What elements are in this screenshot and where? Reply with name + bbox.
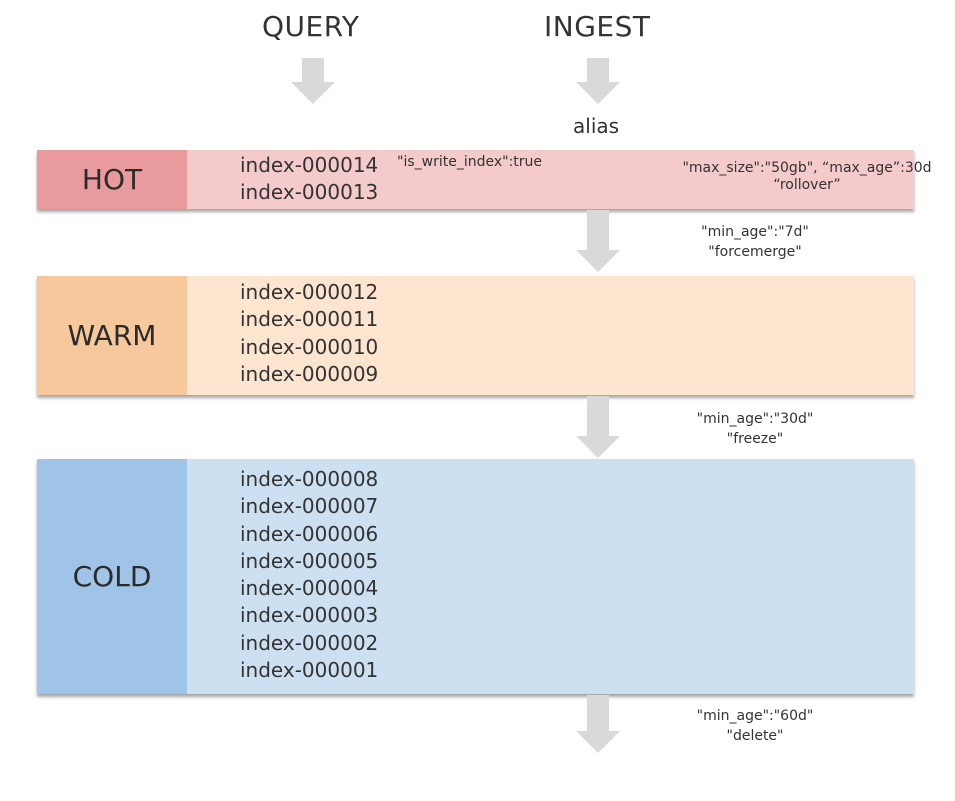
cold-tier-label: COLD xyxy=(37,459,187,694)
hot-to-warm-min-age: "min_age":"7d" xyxy=(701,224,809,240)
index-item: index-000004 xyxy=(240,576,379,601)
warm-tier-label: WARM xyxy=(37,276,187,395)
cold-tier: COLD index-000008 index-000007 index-000… xyxy=(37,459,914,694)
index-item: index-000002 xyxy=(240,630,379,655)
index-item: index-000008 xyxy=(240,467,379,491)
index-item: index-000006 xyxy=(240,521,379,546)
index-item: index-000005 xyxy=(240,548,379,573)
cold-to-delete-action: "delete" xyxy=(726,728,784,744)
hot-tier-body: index-000014 index-000013 "is_write_inde… xyxy=(187,150,932,209)
index-item: index-000001 xyxy=(240,658,379,683)
alias-label: alias xyxy=(573,114,620,138)
index-item: index-000003 xyxy=(240,603,379,628)
warm-tier: WARM index-000012 index-000011 index-000… xyxy=(37,276,914,395)
cold-to-delete-condition: "min_age":"60d" "delete" xyxy=(680,706,830,746)
rollover-action: “rollover” xyxy=(773,177,841,193)
rollover-condition: "max_size":"50gb", “max_age”:30d “rollov… xyxy=(632,158,955,195)
hot-tier: HOT index-000014 index-000013 "is_write_… xyxy=(37,150,932,209)
cold-index-list: index-000008 index-000007 index-000006 i… xyxy=(240,466,378,684)
write-index-note: "is_write_index":true xyxy=(397,154,543,170)
hot-index-list: index-000014 index-000013 xyxy=(240,152,378,207)
index-item: index-000009 xyxy=(240,361,379,386)
ingest-arrow-icon xyxy=(576,58,620,104)
ingest-label: INGEST xyxy=(544,10,651,43)
cold-to-delete-arrow-icon xyxy=(576,695,620,753)
index-item: index-000013 xyxy=(240,180,379,205)
warm-to-cold-min-age: "min_age":"30d" xyxy=(696,411,814,427)
hot-tier-label: HOT xyxy=(37,150,187,209)
warm-tier-body: index-000012 index-000011 index-000010 i… xyxy=(187,276,914,395)
hot-to-warm-condition: "min_age":"7d" "forcemerge" xyxy=(680,222,830,262)
cold-to-delete-min-age: "min_age":"60d" xyxy=(696,708,814,724)
warm-to-cold-condition: "min_age":"30d" "freeze" xyxy=(680,409,830,449)
hot-to-warm-arrow-icon xyxy=(576,210,620,272)
warm-to-cold-action: "freeze" xyxy=(726,431,784,447)
query-label: QUERY xyxy=(262,10,360,43)
query-arrow-icon xyxy=(291,58,335,104)
warm-to-cold-arrow-icon xyxy=(576,396,620,458)
index-item: index-000007 xyxy=(240,494,379,519)
index-item: index-000014 xyxy=(240,153,379,177)
cold-tier-body: index-000008 index-000007 index-000006 i… xyxy=(187,459,914,694)
index-item: index-000012 xyxy=(240,280,379,304)
index-item: index-000010 xyxy=(240,334,379,359)
warm-index-list: index-000012 index-000011 index-000010 i… xyxy=(240,279,378,388)
index-item: index-000011 xyxy=(240,307,379,332)
rollover-condition-line1: "max_size":"50gb", “max_age”:30d xyxy=(682,160,932,176)
hot-to-warm-action: "forcemerge" xyxy=(708,244,802,260)
